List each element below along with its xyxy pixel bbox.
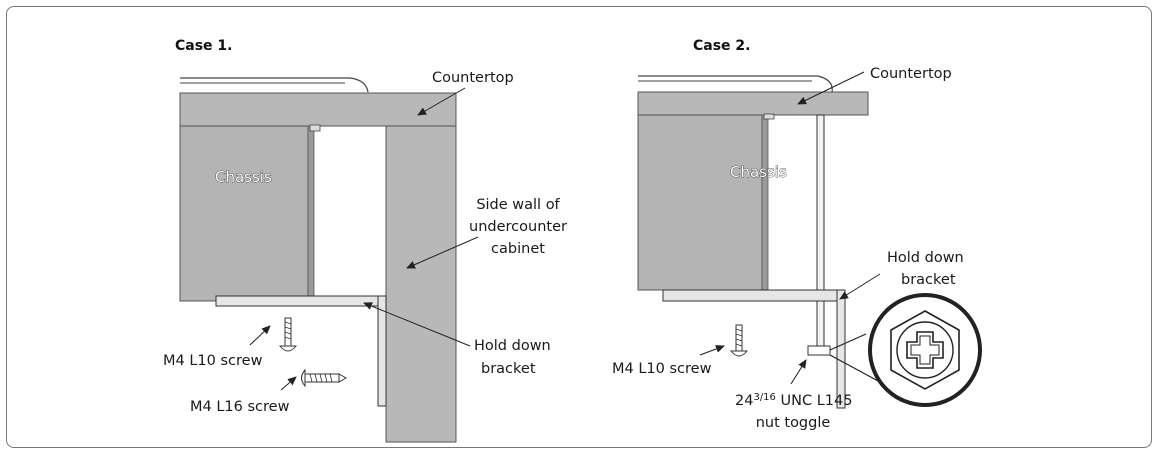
case2-nut-toggle-spec-label: 243/16 UNC L145 [735, 392, 852, 409]
case1-countertop-edge [180, 77, 369, 93]
case2-m4-l10-arrow [699, 345, 725, 356]
case2-m4-l10-screw-icon [729, 324, 749, 357]
case1-side-wall [385, 125, 457, 443]
case1-chassis [179, 125, 309, 302]
case2-hold-down-bracket [662, 289, 840, 302]
case2-nut-detail-callout [829, 293, 982, 407]
case2-toggle-rod [816, 114, 825, 356]
diagram-frame [6, 6, 1152, 448]
case1-countertop-label: Countertop [432, 70, 514, 86]
case1-m4-l16-arrow [280, 376, 297, 391]
case2-countertop-arrow [797, 71, 865, 105]
case1-m4-l10-arrow [249, 325, 271, 346]
case1-m4-l16-screw-icon [301, 368, 348, 388]
case1-m4-l16-label: M4 L16 screw [190, 399, 290, 415]
case1-side-wall-label-2: undercounter [469, 219, 567, 235]
case2-nut-toggle-arrow [790, 359, 807, 385]
case2-hold-down-label-2: bracket [901, 272, 956, 288]
case1-hold-down-arrow [363, 302, 471, 347]
case1-m4-l10-label: M4 L10 screw [163, 353, 263, 369]
case2-countertop-edge [638, 75, 833, 93]
case1-diagram: Case 1. Countertop Chassis Side [163, 38, 567, 443]
case1-chassis-label: Chassis [215, 168, 272, 186]
case2-hold-down-label-1: Hold down [887, 250, 964, 266]
case1-hold-down-label-1: Hold down [474, 338, 551, 354]
case2-chassis [637, 114, 763, 291]
case2-diagram: Case 2. Counte [612, 38, 982, 431]
case2-chassis-label: Chassis [730, 163, 787, 181]
case2-title: Case 2. [693, 38, 750, 54]
case1-hold-down-bracket [215, 295, 385, 307]
case1-side-wall-label-3: cabinet [491, 241, 545, 257]
case1-side-wall-label-1: Side wall of [476, 197, 560, 213]
case1-title: Case 1. [175, 38, 232, 54]
case2-nut-icon [807, 345, 831, 356]
case1-m4-l10-screw-icon [278, 317, 298, 352]
case1-hold-down-label-2: bracket [481, 361, 536, 377]
case1-side-wall-arrow [406, 236, 479, 269]
case1-countertop-arrow [417, 87, 466, 116]
case2-hold-down-arrow [839, 273, 881, 300]
case2-nut-toggle-label: nut toggle [756, 415, 831, 431]
case2-m4-l10-label: M4 L10 screw [612, 361, 712, 377]
case2-countertop [637, 91, 869, 116]
case1-countertop [179, 92, 457, 127]
case2-countertop-label: Countertop [870, 66, 952, 82]
